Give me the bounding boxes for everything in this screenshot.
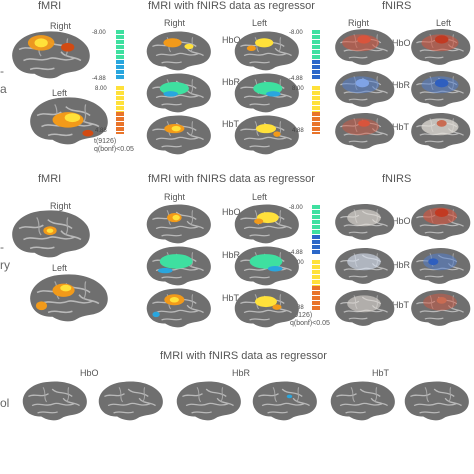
panel2-reg-hbo-left (234, 203, 300, 244)
panel1-scale-midpos: 8.00 (95, 86, 107, 92)
panel1-fnirs-hbt-label: HbT (392, 122, 410, 132)
panel2-fnirs-hbr-label: HbR (392, 260, 411, 270)
panel2-colorbar-pos (312, 260, 320, 286)
panel1-reg-left-label: Left (252, 18, 268, 28)
side-mark-4: ry (0, 258, 10, 272)
panel2-fnirs-title: fNIRS (382, 173, 412, 185)
bottom-hbt-left (404, 380, 470, 421)
panel1-reg-scale-midneg: -4.88 (289, 76, 303, 82)
panel2-fmri-right-brain (11, 209, 91, 259)
panel2-reg-left-label: Left (252, 192, 268, 202)
bottom-hbr-left (252, 380, 318, 421)
panel2-right-label: Right (50, 201, 72, 211)
side-mark-3: - (0, 240, 4, 254)
panel1-fnirs-hbo-left (410, 28, 471, 66)
panel2-regressor-title: fMRI with fNIRS data as regressor (148, 173, 315, 185)
bottom-hbt-right (330, 380, 396, 421)
panel1-fnirs-title: fNIRS (382, 0, 412, 12)
panel1-fnirs-hbo-right (334, 28, 395, 66)
panel1-reg-hbo-left (234, 30, 300, 71)
panel1-fmri-left-brain (29, 96, 109, 146)
panel1-colorbar-pos-red (116, 112, 124, 134)
panel2-q-label: q(bonf)<0.05 (290, 320, 330, 327)
panel1-colorbar-pos (116, 86, 124, 134)
panel1-fnirs-left-label: Left (436, 18, 452, 28)
bottom-title: fMRI with fNIRS data as regressor (160, 350, 327, 362)
panel1-reg-hbo-right (146, 30, 212, 71)
panel2-reg-hbt-right (146, 287, 212, 328)
panel1-scale-midneg: -4.88 (92, 76, 106, 82)
panel1-scale-top: -8.00 (92, 30, 106, 36)
panel1-fmri-title: fMRI (38, 0, 62, 12)
panel1-reg-hbr-right (146, 72, 212, 113)
panel1-fnirs-hbt-right (334, 112, 395, 150)
panel1-reg-hbt-left (234, 114, 300, 155)
panel1-fnirs-hbr-left (410, 70, 471, 108)
bottom-hbr-label: HbR (232, 368, 251, 378)
panel2-fnirs-hbt-label: HbT (392, 300, 410, 310)
panel2-fnirs-hbr-left (410, 247, 471, 285)
panel1-reg-colorbar-neg-blue (312, 60, 320, 80)
bottom-hbr-right (176, 380, 242, 421)
bottom-hbt-label: HbT (372, 368, 390, 378)
panel1-fmri-right-brain (11, 30, 91, 80)
panel1-reg-colorbar-pos (312, 86, 320, 112)
bottom-hbo-label: HbO (80, 368, 99, 378)
panel2-colorbar-pos-red (312, 286, 320, 310)
panel1-reg-colorbar-neg (312, 30, 320, 60)
panel1-q-label: q(bonf)<0.05 (94, 146, 134, 153)
bottom-hbo-left (98, 380, 164, 421)
panel1-reg-scale-bottom: 4.88 (292, 128, 304, 134)
panel2-fnirs-hbo-left (410, 203, 471, 241)
panel1-colorbar-neg-blue (116, 60, 124, 80)
panel1-hbo-label: HbO (222, 35, 241, 45)
panel2-stat-label: t(9126) (290, 312, 313, 319)
panel1-hbr-label: HbR (222, 77, 241, 87)
panel1-right-label: Right (50, 21, 72, 31)
bottom-hbo-right (22, 380, 88, 421)
panel2-colorbar-neg-blue (312, 235, 320, 255)
panel2-scale-top: -8.00 (289, 205, 303, 211)
side-mark-5: ol (0, 396, 10, 410)
panel2-scale-midneg: -4.88 (289, 250, 303, 256)
panel2-hbt-label: HbT (222, 293, 240, 303)
panel2-fnirs-hbo-right (334, 203, 395, 241)
panel1-reg-hbr-left (234, 72, 300, 113)
panel2-fnirs-hbr-right (334, 247, 395, 285)
panel2-fnirs-hbt-right (334, 289, 395, 327)
panel1-hbt-label: HbT (222, 119, 240, 129)
panel1-reg-scale-midpos: 8.00 (292, 86, 304, 92)
panel1-reg-hbt-right (146, 114, 212, 155)
panel2-hbo-label: HbO (222, 207, 241, 217)
side-mark-2: a (0, 82, 7, 96)
panel1-fnirs-right-label: Right (348, 18, 370, 28)
panel1-colorbar-neg (116, 30, 124, 80)
panel1-reg-right-label: Right (164, 18, 186, 28)
panel2-reg-hbt-left (234, 287, 300, 328)
panel1-reg-scale-top: -8.00 (289, 30, 303, 36)
panel1-fnirs-hbr-label: HbR (392, 80, 411, 90)
panel2-reg-hbr-right (146, 245, 212, 286)
panel1-reg-colorbar-pos-red (312, 112, 320, 134)
panel1-scale-bottom: 4.88 (95, 128, 107, 134)
panel2-fnirs-hbt-left (410, 289, 471, 327)
panel1-left-label: Left (52, 88, 68, 98)
panel2-hbr-label: HbR (222, 250, 241, 260)
panel2-fmri-title: fMRI (38, 173, 62, 185)
panel2-colorbar-neg (312, 205, 320, 235)
panel2-reg-right-label: Right (164, 192, 186, 202)
panel2-fnirs-hbo-label: HbO (392, 216, 411, 226)
panel1-regressor-title: fMRI with fNIRS data as regressor (148, 0, 315, 12)
panel2-left-label: Left (52, 263, 68, 273)
panel1-stat-label: t(9126) (94, 138, 117, 145)
panel2-fmri-left-brain (29, 273, 109, 323)
panel2-reg-hbr-left (234, 245, 300, 286)
side-mark-1: - (0, 64, 4, 78)
panel1-fnirs-hbt-left (410, 112, 471, 150)
panel1-fnirs-hbr-right (334, 70, 395, 108)
panel2-reg-hbo-right (146, 203, 212, 244)
panel1-fnirs-hbo-label: HbO (392, 38, 411, 48)
